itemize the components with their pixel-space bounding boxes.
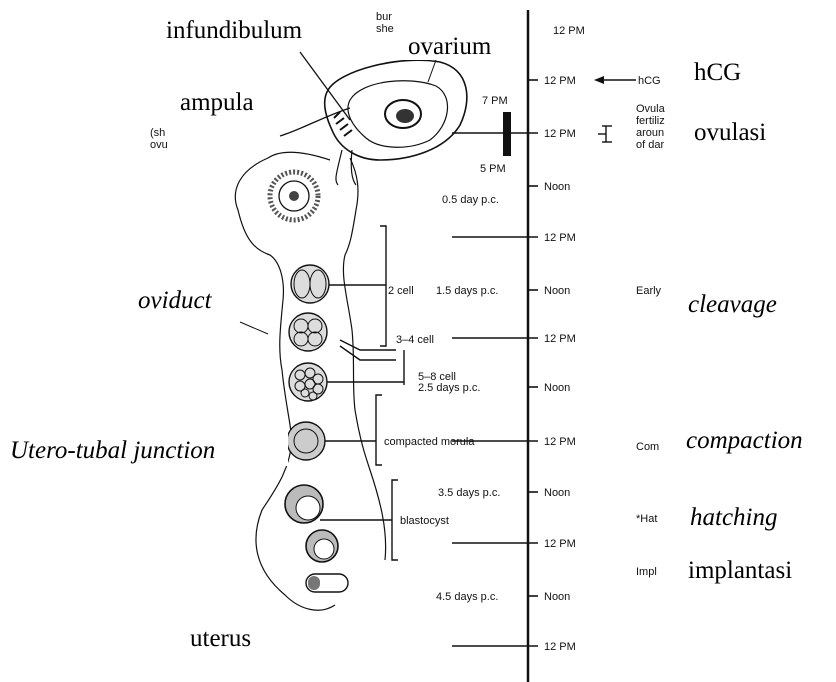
cropped-implantation-text: Impl [636, 566, 657, 578]
oviduct-tube [336, 150, 356, 185]
mesentery-line [240, 322, 268, 334]
ovarium-pointer [428, 60, 436, 82]
day-05: 0.5 day p.c. [442, 194, 499, 206]
time-7pm: 7 PM [482, 95, 508, 107]
stage-blastocyst: blastocyst [400, 515, 449, 527]
hcg-arrow-label: hCG [638, 75, 661, 87]
time-12pm-2: 12 PM [544, 232, 576, 244]
stage-3-4cell: 3–4 cell [396, 334, 434, 346]
blastocyst-1-cavity [296, 496, 320, 520]
label-cleavage: cleavage [688, 291, 777, 318]
time-12pm-5: 12 PM [544, 538, 576, 550]
embryo-morula [287, 422, 325, 460]
stage-brackets [320, 226, 404, 560]
time-noon-35: Noon [544, 487, 570, 499]
label-hcg: hCG [694, 59, 741, 86]
time-noon-05: Noon [544, 181, 570, 193]
implanting-embryo-core [308, 576, 320, 590]
fertilization-range-bar [598, 126, 612, 142]
cropped-ovulation-text-2: fertiliz [636, 115, 665, 127]
time-noon-45: Noon [544, 591, 570, 603]
label-ovarium: ovarium [408, 33, 492, 60]
cropped-ovulation-text-3: aroun [636, 127, 664, 139]
label-oviduct: oviduct [138, 287, 213, 314]
day-15: 1.5 days p.c. [436, 285, 498, 297]
ovary-outline [325, 60, 467, 160]
oviduct-outline-right [343, 158, 385, 560]
time-12pm-6: 12 PM [544, 641, 576, 653]
label-utero-tubal-junction: Utero-tubal junction [10, 437, 215, 464]
stage-2cell: 2 cell [388, 285, 414, 297]
cropped-early-text: Early [636, 285, 662, 297]
cropped-compaction-text: Com [636, 441, 659, 453]
hcg-arrow-head [594, 76, 604, 84]
time-12pm-top: 12 PM [553, 25, 585, 37]
cropped-ovulation-text-1: Ovula [636, 103, 666, 115]
cropped-top-text-2: she [376, 23, 394, 35]
day-25: 2.5 days p.c. [418, 382, 480, 394]
label-hatching: hatching [690, 504, 778, 531]
label-implantasi: implantasi [688, 557, 792, 584]
time-12pm-4: 12 PM [544, 436, 576, 448]
embryo-4cell [289, 313, 327, 351]
egg-pronucleus [289, 191, 299, 201]
label-ampula: ampula [180, 89, 254, 116]
cropped-ovulation-text-4: of dar [636, 139, 664, 151]
label-uterus: uterus [190, 625, 251, 652]
time-12pm-hcg: 12 PM [544, 75, 576, 87]
label-ovulasi: ovulasi [694, 119, 766, 146]
cropped-hatching-text: *Hat [636, 513, 657, 525]
oocyte [396, 109, 414, 123]
cropped-left-text-1: (sh [150, 127, 165, 139]
time-noon-15: Noon [544, 285, 570, 297]
time-12pm-ovulation: 12 PM [544, 128, 576, 140]
time-5pm: 5 PM [480, 163, 506, 175]
day-45: 4.5 days p.c. [436, 591, 498, 603]
stage-5-8cell: 5–8 cell [418, 371, 456, 383]
blastocyst-2-cavity [314, 539, 334, 559]
time-12pm-3: 12 PM [544, 333, 576, 345]
cropped-top-text-1: bur [376, 11, 392, 23]
stage-compacted-morula: compacted morula [384, 436, 475, 448]
cropped-left-text-2: ovu [150, 139, 168, 151]
ovulation-window-bar [503, 112, 511, 156]
day-35: 3.5 days p.c. [438, 487, 500, 499]
time-noon-25: Noon [544, 382, 570, 394]
label-compaction: compaction [686, 427, 803, 454]
label-infundibulum: infundibulum [166, 17, 303, 44]
